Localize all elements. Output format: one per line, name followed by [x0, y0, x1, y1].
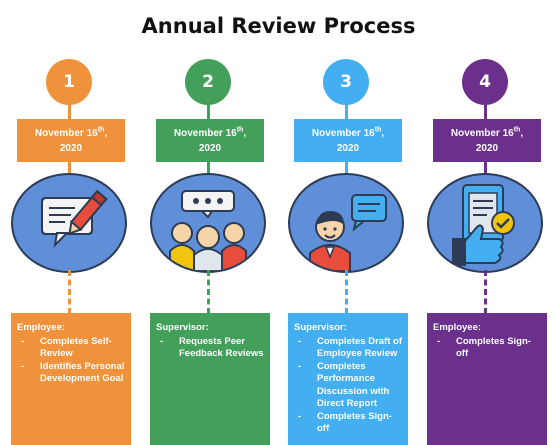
person-speaking-icon — [288, 173, 404, 273]
list-item: Completes Self-Review — [17, 336, 125, 361]
step-2: 2 November 16th, 2020 Supervisor: Reques… — [150, 0, 270, 445]
list-item: Requests Peer Feedback Reviews — [156, 336, 264, 361]
list-item: Identifies Personal Development Goal — [17, 361, 125, 386]
step-number: 4 — [462, 59, 508, 105]
connector — [345, 270, 348, 314]
step-date: November 16th, 2020 — [156, 119, 264, 162]
connector — [207, 270, 210, 314]
connector — [68, 104, 71, 120]
connector — [345, 104, 348, 120]
connector — [484, 162, 487, 174]
connector — [484, 104, 487, 120]
connector — [207, 104, 210, 120]
step-3: 3 November 16th, 2020 Supervisor: Comple… — [288, 0, 408, 445]
step-details: Supervisor: Completes Draft of Employee … — [288, 313, 408, 445]
thumbs-up-document-icon — [427, 173, 543, 273]
step-1: 1 November 16th, 2020 Employee: Complete… — [11, 0, 131, 445]
connector — [68, 270, 71, 314]
step-date: November 16th, 2020 — [17, 119, 125, 162]
step-date: November 16th, 2020 — [433, 119, 541, 162]
list-item: Completes Draft of Employee Review — [294, 336, 402, 361]
people-chat-icon — [150, 173, 266, 273]
step-details: Supervisor: Requests Peer Feedback Revie… — [150, 313, 270, 445]
connector — [345, 162, 348, 174]
connector — [207, 162, 210, 174]
step-date: November 16th, 2020 — [294, 119, 402, 162]
step-number: 1 — [46, 59, 92, 105]
list-item: Completes Sign-off — [433, 336, 541, 361]
step-details: Employee: Completes Self-Review Identifi… — [11, 313, 131, 445]
step-number: 2 — [185, 59, 231, 105]
page-title: Annual Review Process — [141, 14, 416, 38]
connector — [68, 162, 71, 174]
list-item: Completes Sign-off — [294, 411, 402, 436]
step-4: 4 November 16th, 2020 Employee: Complete… — [427, 0, 547, 445]
speech-bubble-pen-icon — [11, 173, 127, 273]
step-details: Employee: Completes Sign-off — [427, 313, 547, 445]
connector — [484, 270, 487, 314]
step-number: 3 — [323, 59, 369, 105]
list-item: Completes Performance Discussion with Di… — [294, 361, 402, 411]
